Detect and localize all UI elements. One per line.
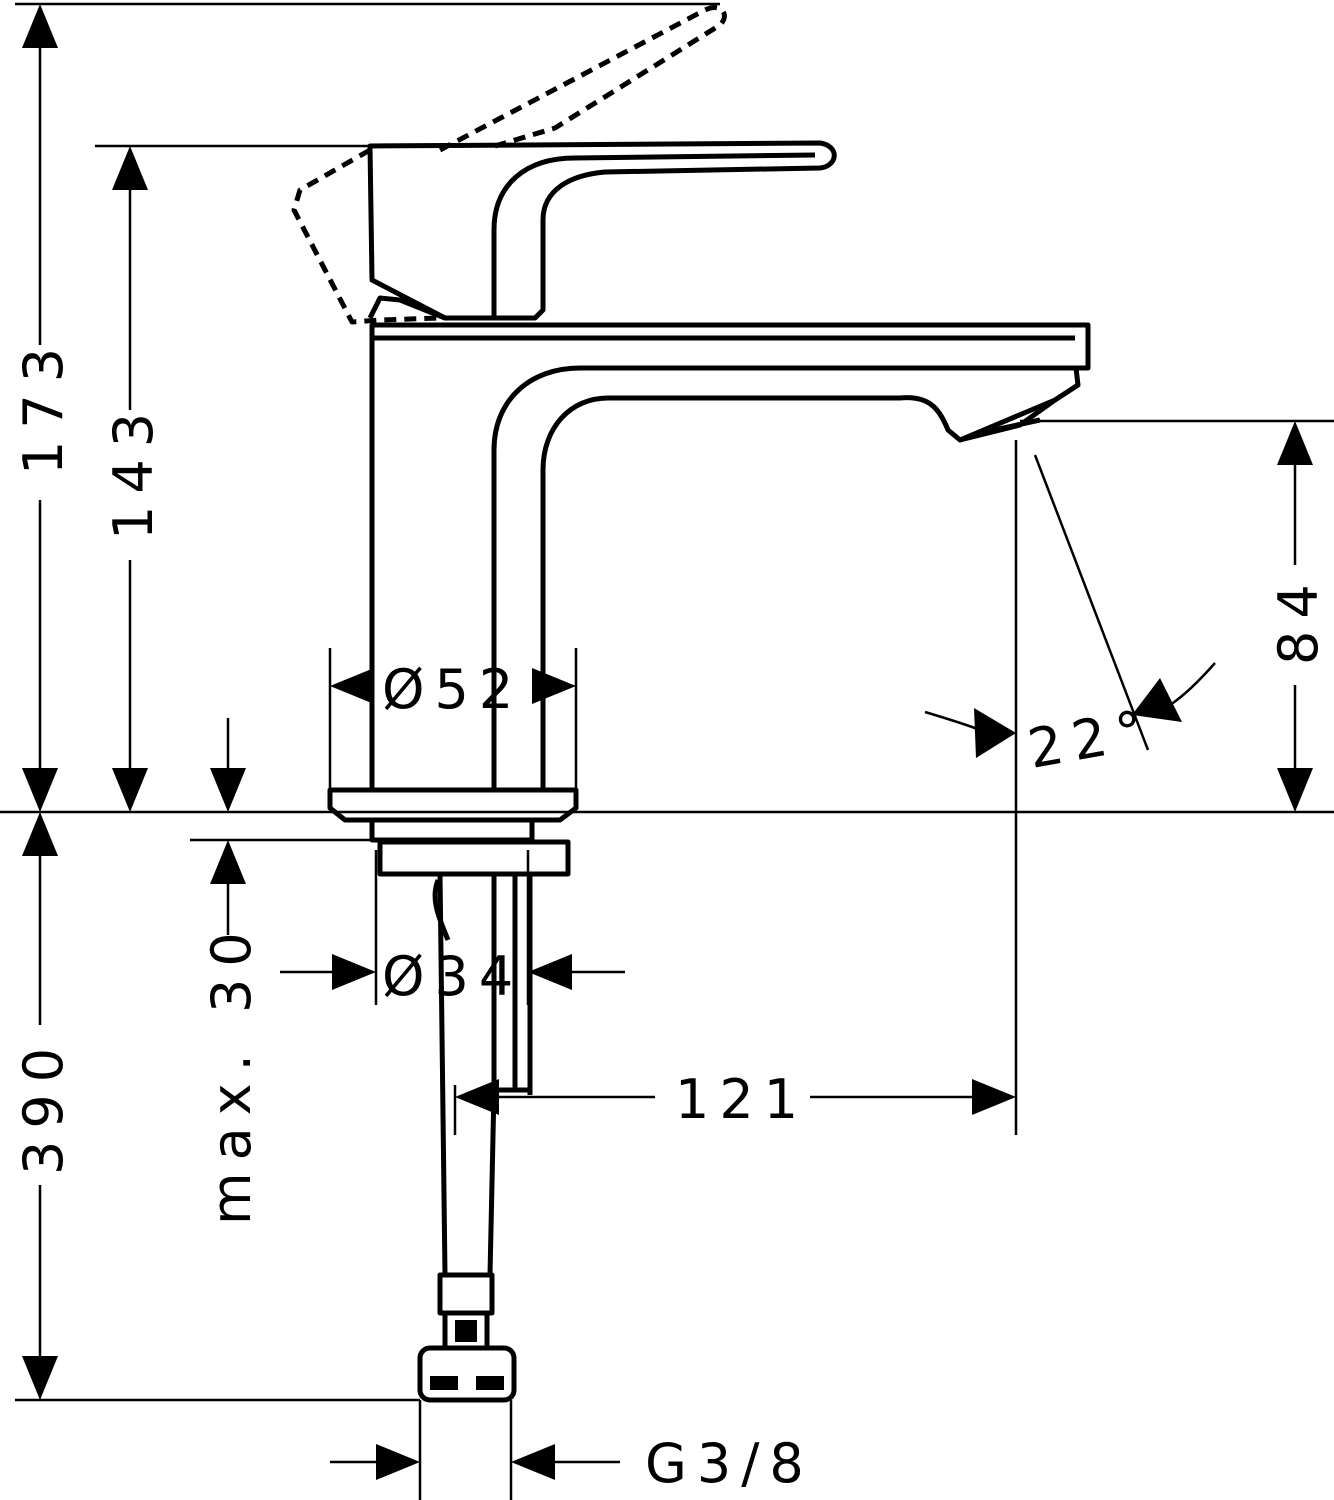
dim-connection: G3/8 [330,1432,814,1495]
label-spout-reach: 121 [675,1068,808,1131]
shank-assembly [369,817,571,1403]
label-shank-diameter: Ø34 [382,945,523,1008]
label-hose-length: 390 [12,1036,75,1175]
label-max-thickness: max. 30 [200,920,263,1225]
dim-shank-diameter: Ø34 [280,945,625,1008]
dim-spout-height: 84 [1267,421,1330,812]
label-spout-height: 84 [1267,572,1330,665]
label-connection: G3/8 [645,1432,814,1495]
dim-hose-length: 390 [12,812,75,1400]
faucet-body [291,5,1091,823]
label-base-diameter: Ø52 [382,658,523,721]
dim-base-diameter: Ø52 [330,658,576,721]
dim-spray-angle: 22° [924,454,1216,781]
dim-overall-height: 173 [12,4,75,812]
dim-handle-height: 143 [102,146,165,812]
label-overall-height: 173 [12,336,75,475]
dim-spout-reach: 121 [455,1068,1016,1131]
dim-max-thickness: max. 30 [200,718,263,1225]
label-spray-angle: 22° [1023,697,1158,781]
label-handle-height: 143 [102,401,165,540]
